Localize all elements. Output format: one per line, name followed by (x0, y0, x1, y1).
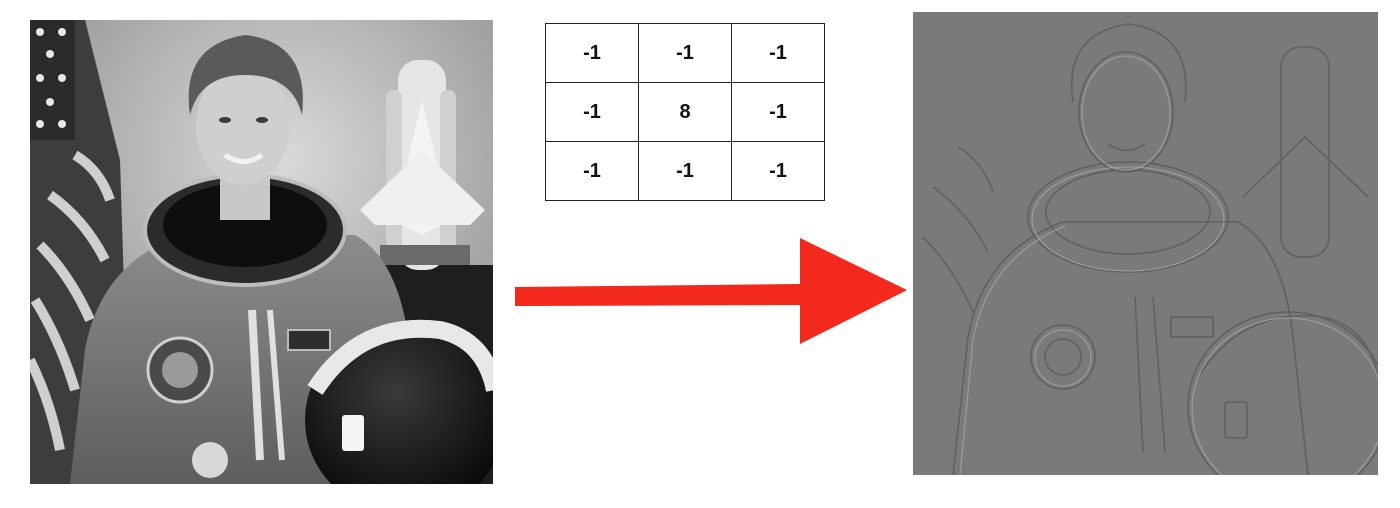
kernel-cell: -1 (731, 23, 825, 83)
kernel-row: -1 -1 -1 (545, 141, 825, 201)
kernel-cell: -1 (638, 23, 732, 83)
kernel-cell: -1 (545, 141, 639, 201)
input-image (30, 20, 493, 484)
kernel-row: -1 8 -1 (545, 82, 825, 142)
right-arrow-icon (515, 238, 907, 344)
edge-detected-astronaut-icon (913, 12, 1378, 475)
kernel-cell-center: 8 (638, 82, 732, 142)
kernel-cell: -1 (545, 23, 639, 83)
kernel-cell: -1 (731, 82, 825, 142)
kernel-cell: -1 (545, 82, 639, 142)
kernel-row: -1 -1 -1 (545, 23, 825, 83)
astronaut-portrait-icon (30, 20, 493, 484)
output-image (913, 12, 1378, 475)
kernel-cell: -1 (638, 141, 732, 201)
kernel-cell: -1 (731, 141, 825, 201)
kernel-matrix: -1 -1 -1 -1 8 -1 -1 -1 -1 (545, 23, 825, 201)
